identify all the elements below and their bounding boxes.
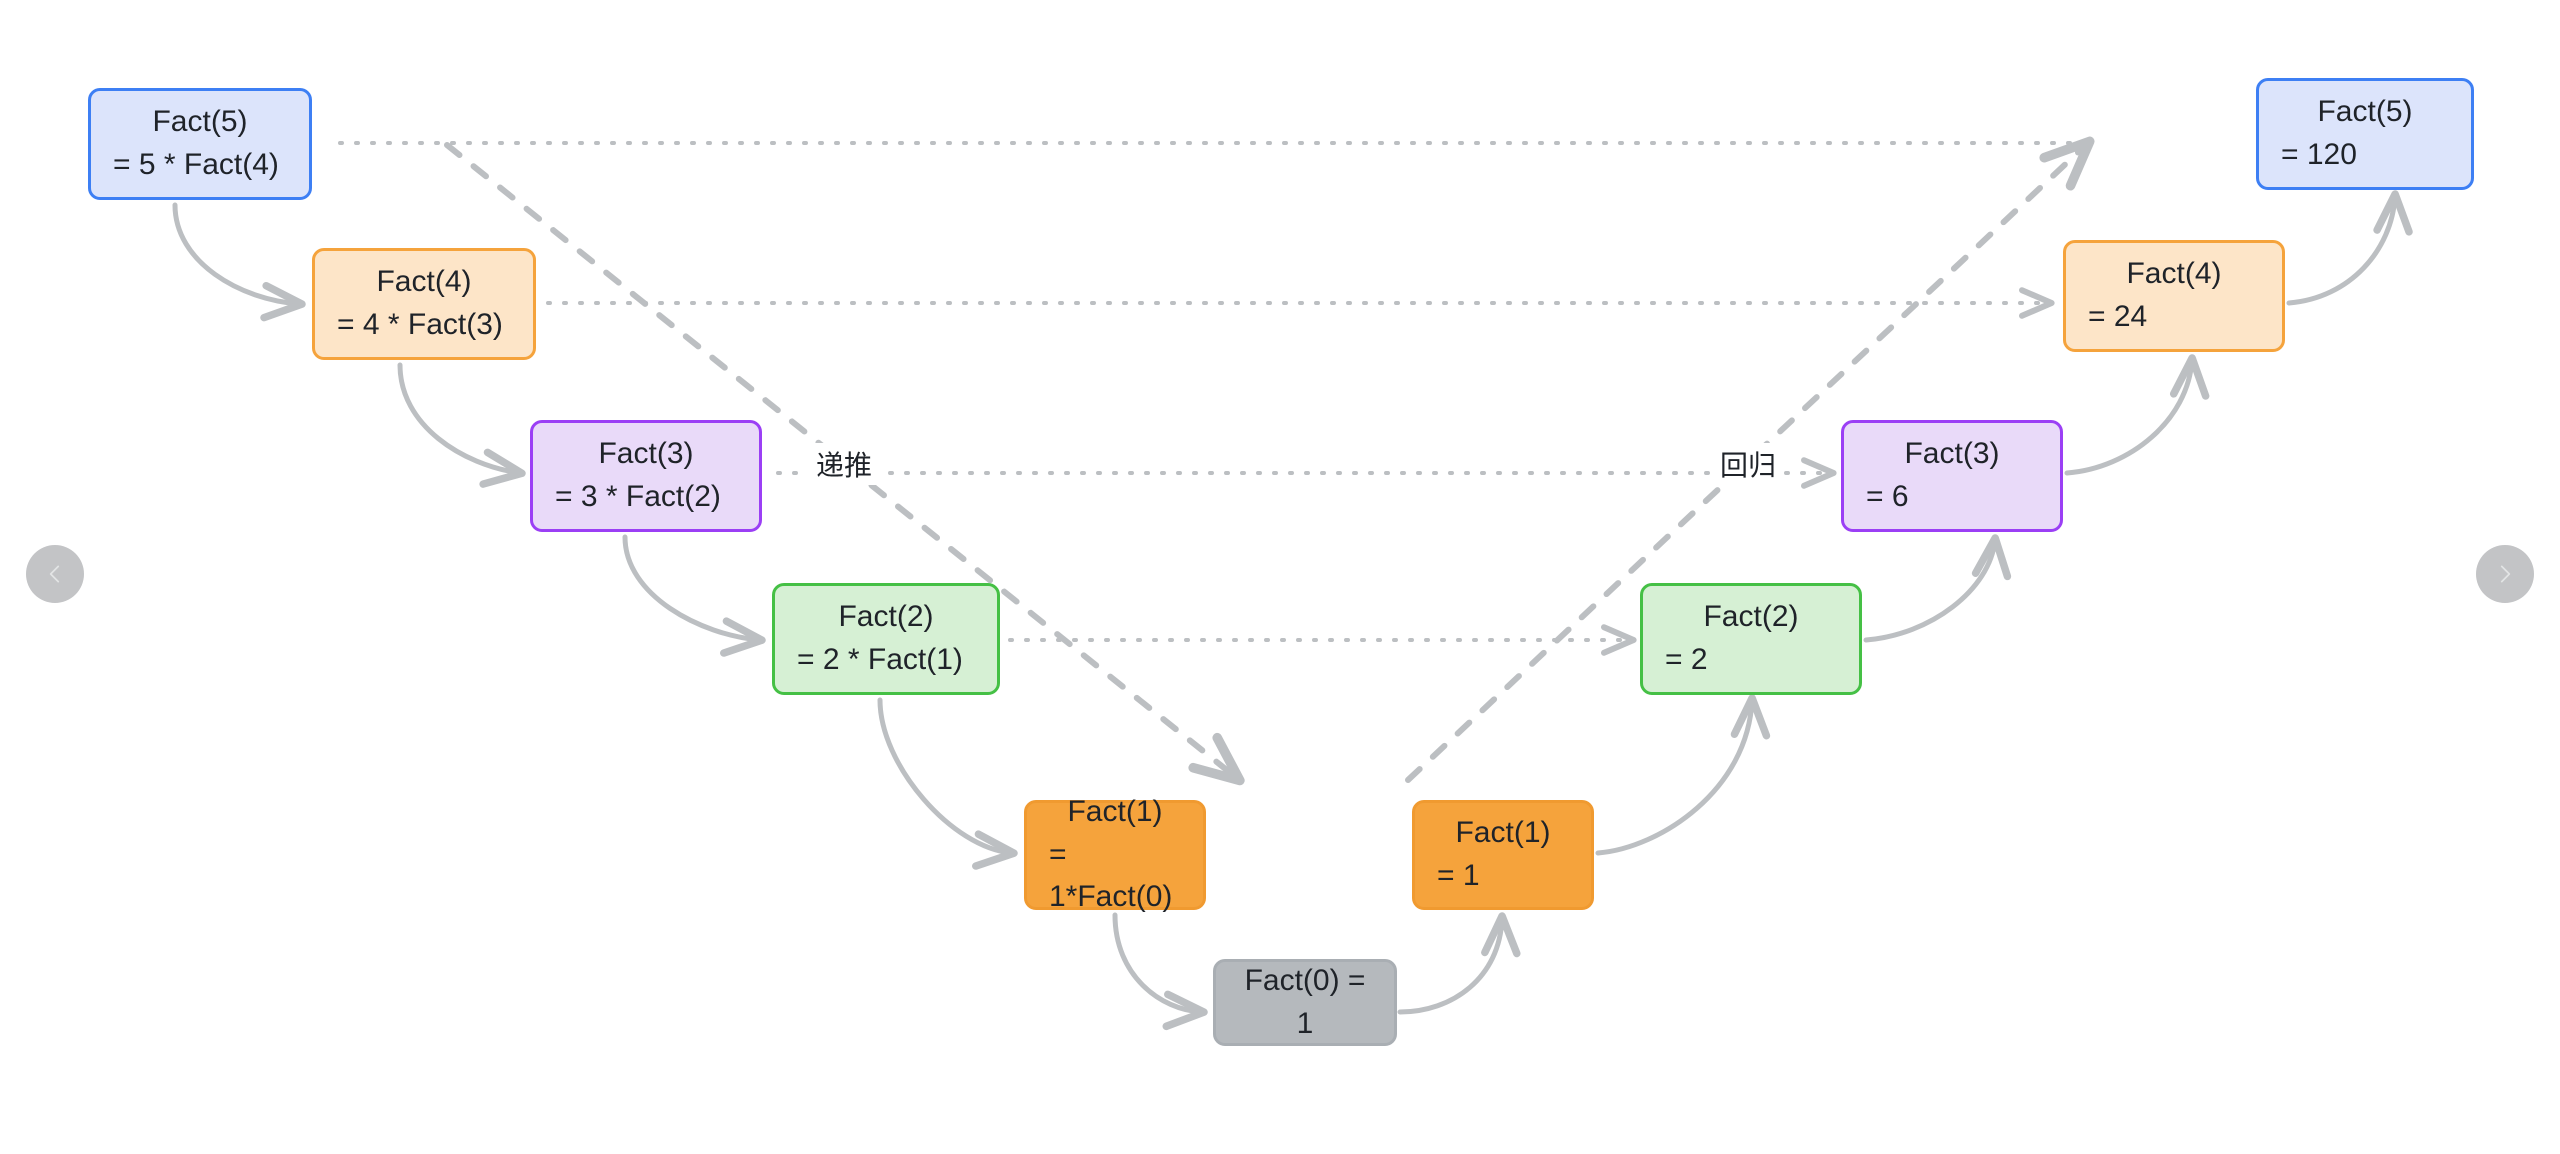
edge-d0-a1 (1397, 912, 1521, 1015)
node-value: = 1 (1437, 859, 1480, 892)
edge-d3-d2 (622, 534, 766, 657)
node-title: Fact(3) (598, 437, 694, 471)
node-title: Fact(1) (1455, 816, 1551, 850)
node-fact4-return[interactable]: Fact(4) = 24 (2063, 240, 2285, 352)
carousel-prev-button[interactable] (26, 545, 84, 603)
edge-a3-a4 (2064, 354, 2210, 476)
label-descend: 递推 (808, 443, 881, 485)
node-fact3-return[interactable]: Fact(3) = 6 (1841, 420, 2063, 532)
node-expression: = 1*Fact(0) (1049, 837, 1173, 914)
node-value: = 24 (2088, 300, 2148, 333)
node-fact5-call[interactable]: Fact(5) = 5 * Fact(4) (88, 88, 312, 200)
node-fact2-return[interactable]: Fact(2) = 2 (1640, 583, 1862, 695)
node-fact1-return[interactable]: Fact(1) = 1 (1412, 800, 1594, 910)
memo-lines (338, 141, 2087, 656)
node-title: Fact(4) (2126, 257, 2222, 291)
node-value: = 6 (1866, 480, 1909, 513)
node-fact5-return[interactable]: Fact(5) = 120 (2256, 78, 2474, 190)
node-title: Fact(2) (838, 600, 934, 634)
node-expression: = 3 * Fact(2) (555, 480, 721, 513)
node-title: Fact(2) (1703, 600, 1799, 634)
node-title: Fact(5) (2317, 95, 2413, 129)
chevron-left-icon (42, 561, 68, 587)
edge-d1-d0 (1112, 912, 1208, 1031)
node-title: Fact(3) (1904, 437, 2000, 471)
edge-a1-a2 (1595, 694, 1771, 856)
node-fact1-call[interactable]: Fact(1) = 1*Fact(0) (1024, 795, 1206, 913)
node-title: Fact(1) (1067, 795, 1163, 829)
node-expression: = 5 * Fact(4) (113, 148, 279, 181)
edge-d5-d4 (172, 202, 306, 322)
node-fact2-call[interactable]: Fact(2) = 2 * Fact(1) (772, 583, 1000, 695)
node-title: Fact(5) (152, 105, 248, 139)
node-expression: = 4 * Fact(3) (337, 308, 503, 341)
node-fact0-base[interactable]: Fact(0) = 1 (1213, 959, 1397, 1046)
label-ascend: 回归 (1712, 443, 1785, 485)
node-title: Fact(0) = 1 (1244, 963, 1366, 1040)
edge-d2-d1 (877, 697, 1018, 870)
chevron-right-icon (2492, 561, 2518, 587)
node-value: = 2 (1665, 643, 1708, 676)
carousel-next-button[interactable] (2476, 545, 2534, 603)
node-fact4-call[interactable]: Fact(4) = 4 * Fact(3) (312, 248, 536, 360)
node-fact3-call[interactable]: Fact(3) = 3 * Fact(2) (530, 420, 762, 532)
edge-d4-d3 (397, 362, 526, 488)
node-title: Fact(4) (376, 265, 472, 299)
node-value: = 120 (2281, 138, 2357, 171)
edge-a4-a5 (2286, 190, 2413, 306)
edge-a2-a3 (1863, 534, 2012, 643)
node-expression: = 2 * Fact(1) (797, 643, 963, 676)
